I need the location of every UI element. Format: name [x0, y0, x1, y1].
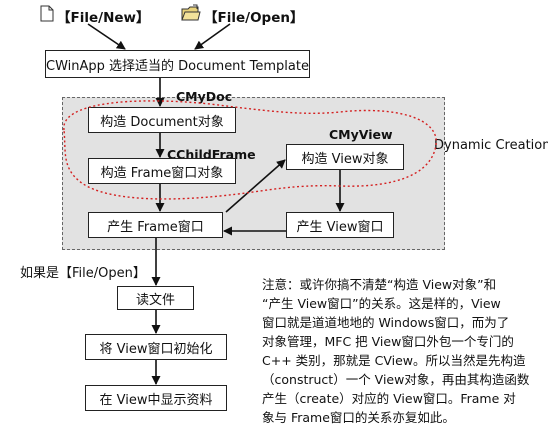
arrow-open-to-cwinapp — [194, 23, 231, 50]
file-new-label: 【File/New】 — [57, 10, 150, 26]
create-view-box: 产生 View窗口 — [286, 212, 394, 238]
init-view-box: 将 View窗口初始化 — [85, 334, 227, 360]
create-view-text: 产生 View窗口 — [296, 219, 384, 235]
read-file-box: 读文件 — [117, 286, 194, 310]
cwinapp-text: CWinApp 选择适当的 Document Template — [46, 58, 309, 74]
read-file-text: 读文件 — [135, 292, 175, 308]
show-data-text: 在 View中显示资料 — [99, 392, 213, 408]
note-line: 象与 Frame窗口的关系亦复如此。 — [262, 410, 455, 425]
dynamic-creation-label: Dynamic Creation — [434, 138, 548, 153]
file-open-label: 【File/Open】 — [204, 10, 304, 26]
note-line: 对象管理，MFC 把 View窗口外包一个专门的 — [262, 334, 514, 349]
construct-frame-text: 构造 Frame窗口对象 — [100, 165, 224, 181]
cmydoc-label: CMyDoc — [176, 89, 233, 104]
note-line: “产生 View窗口”的关系。这是样的，View — [262, 296, 501, 311]
note-line: C++ 类别，那就是 CView。所以当然是先构造 — [262, 353, 526, 368]
construct-view-box: 构造 View对象 — [286, 144, 404, 170]
show-data-box: 在 View中显示资料 — [85, 385, 227, 411]
create-frame-text: 产生 Frame窗口 — [107, 219, 204, 235]
dynamic-creation-outline — [63, 100, 437, 200]
construct-view-text: 构造 View对象 — [301, 151, 389, 167]
new-file-icon[interactable] — [40, 5, 54, 22]
note-line: 注意：或许你搞不清楚“构造 View对象”和 — [262, 277, 497, 292]
open-folder-icon[interactable] — [181, 4, 201, 22]
init-view-text: 将 View窗口初始化 — [99, 341, 213, 357]
note-paragraph: 注意：或许你搞不清楚“构造 View对象”和 “产生 View窗口”的关系。这是… — [262, 275, 540, 427]
note-line: 产生（create）对应的 View窗口。Frame 对 — [262, 391, 516, 406]
construct-document-box: 构造 Document对象 — [88, 107, 236, 133]
if-file-open-label: 如果是【File/Open】 — [20, 266, 146, 281]
note-line: 窗口就是道道地地的 Windows窗口，而为了 — [262, 315, 510, 330]
create-frame-box: 产生 Frame窗口 — [88, 212, 223, 238]
arrow-create-frame-to-view — [225, 159, 286, 213]
cmyview-label: CMyView — [329, 127, 393, 142]
note-line: （construct）一个 View对象，再由其构造函数 — [262, 372, 530, 387]
arrow-new-to-cwinapp — [87, 23, 126, 50]
cwinapp-box: CWinApp 选择适当的 Document Template — [45, 50, 310, 78]
construct-document-text: 构造 Document对象 — [100, 114, 224, 130]
construct-frame-box: 构造 Frame窗口对象 — [88, 158, 236, 184]
